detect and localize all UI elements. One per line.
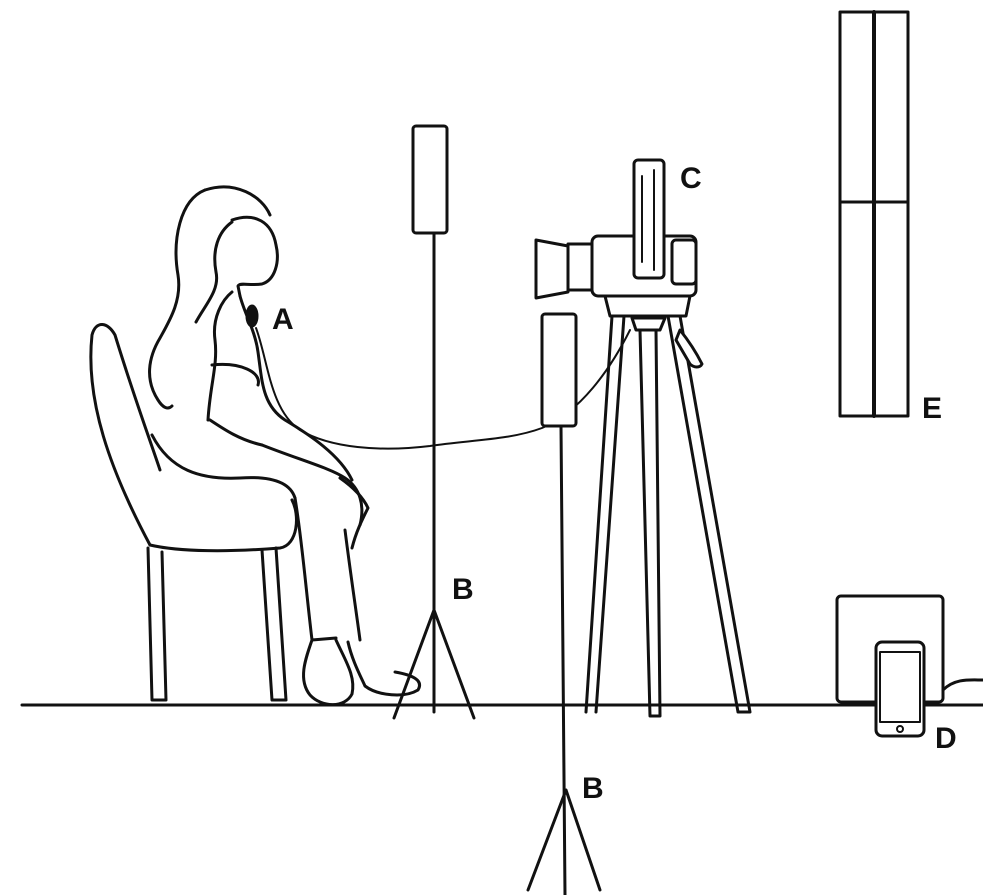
person-shoe-left	[304, 640, 353, 705]
chair-leg-front-right	[262, 548, 286, 700]
front-light-stand	[528, 314, 600, 895]
camera-lens-hood	[536, 240, 568, 298]
camera-lens	[568, 244, 594, 290]
tripod-leg-left	[586, 316, 624, 712]
person-shin-left	[295, 498, 336, 640]
stand-cable	[943, 680, 983, 690]
label-b-front-stand: B	[582, 772, 604, 805]
label-b-tall-stand: B	[452, 573, 474, 606]
person-back	[208, 292, 232, 420]
camera-monitor	[634, 160, 664, 278]
camera-grip	[672, 240, 696, 284]
person-shoe-right	[348, 642, 420, 695]
tripod-head	[605, 296, 690, 316]
label-e: E	[922, 392, 942, 425]
front-light-panel	[542, 314, 576, 426]
person-hair-outline	[150, 190, 205, 408]
chair-seat	[150, 500, 296, 551]
label-c: C	[680, 162, 702, 195]
tall-light-panel	[413, 126, 447, 233]
video-camera	[536, 160, 696, 298]
label-d: D	[935, 722, 957, 755]
seated-person	[150, 187, 420, 705]
front-stand-pole	[561, 426, 565, 895]
chair-leg-front-left	[148, 548, 166, 700]
lavalier-mic	[246, 305, 258, 327]
tall-window	[840, 12, 908, 416]
person-face	[232, 217, 277, 296]
person-arm-inner	[210, 420, 262, 445]
person-shirt-hem	[212, 364, 258, 385]
tripod-leg-center	[640, 330, 660, 716]
person-hair-top	[205, 187, 270, 215]
person-hair-inner	[196, 222, 232, 322]
tripod-mount	[632, 318, 665, 330]
tall-light-stand	[394, 126, 474, 718]
phone-on-stand	[837, 596, 983, 736]
label-a: A	[272, 303, 294, 336]
camera-tripod	[586, 296, 750, 716]
person-lap	[152, 435, 295, 498]
chair	[91, 324, 297, 700]
tripod-pan-handle	[676, 330, 702, 367]
tripod-leg-right	[668, 316, 750, 712]
person-hand	[340, 478, 368, 548]
chair-back	[91, 324, 160, 545]
